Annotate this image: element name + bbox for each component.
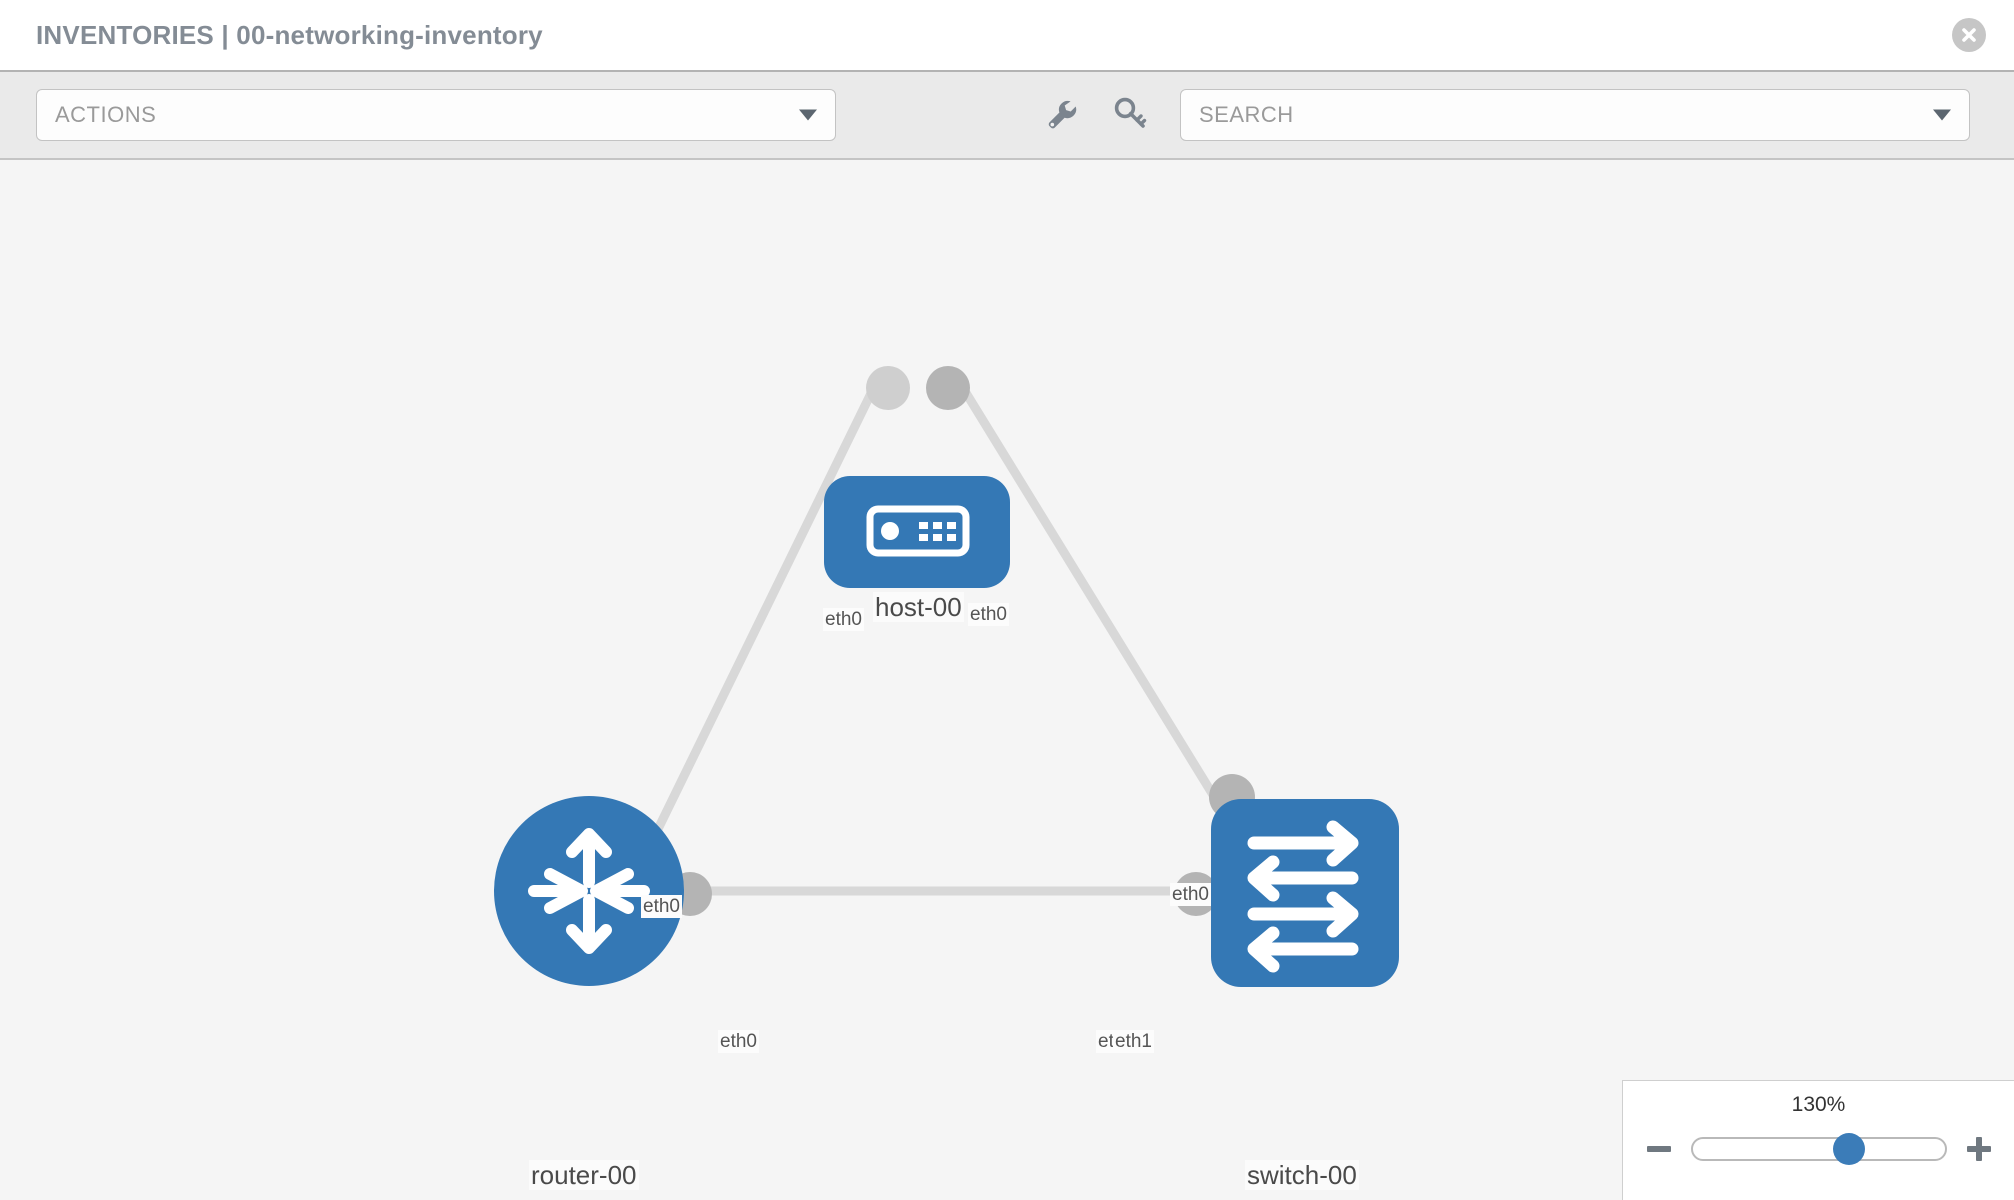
zoom-slider[interactable] xyxy=(1690,1133,1947,1165)
toolbar: ACTIONS SEARCH xyxy=(0,70,2014,160)
close-icon[interactable] xyxy=(1952,18,1986,52)
page-header: INVENTORIES | 00-networking-inventory xyxy=(0,0,2014,70)
link-host-switch xyxy=(951,372,1257,863)
host-node-shape xyxy=(824,476,1010,588)
zoom-in-button[interactable] xyxy=(1965,1135,1993,1163)
topology-graph xyxy=(494,366,1399,987)
actions-dropdown-label: ACTIONS xyxy=(55,102,157,127)
node-label-switch-00: switch-00 xyxy=(1245,1160,1359,1190)
router-node-shape xyxy=(494,796,684,986)
interface-label: eth0 xyxy=(823,608,864,631)
port-host-right xyxy=(926,366,970,410)
zoom-out-button[interactable] xyxy=(1645,1135,1673,1163)
wrench-icon[interactable] xyxy=(1040,93,1080,138)
zoom-control-panel: 130% xyxy=(1622,1080,2014,1200)
topology-ports xyxy=(668,366,1255,916)
actions-dropdown[interactable]: ACTIONS xyxy=(36,89,836,141)
router-arrows-icon xyxy=(528,828,650,954)
chevron-down-icon xyxy=(1933,109,1951,121)
switch-node-shape xyxy=(1211,799,1399,987)
interface-label: eth0 xyxy=(718,1030,759,1053)
zoom-percent-label: 130% xyxy=(1791,1093,1846,1116)
chevron-down-icon xyxy=(799,109,817,121)
node-label-host-00: host-00 xyxy=(873,592,964,622)
interface-label: eth0 xyxy=(968,603,1009,626)
port-host-left xyxy=(866,366,910,410)
zoom-slider-thumb[interactable] xyxy=(1832,1133,1865,1165)
node-router-00 xyxy=(494,796,684,986)
interface-label: eth1 xyxy=(1113,1030,1154,1053)
toolbar-icon-group xyxy=(1040,93,1150,138)
link-host-router xyxy=(632,373,885,874)
node-switch-00 xyxy=(1211,799,1399,987)
search-placeholder: SEARCH xyxy=(1199,102,1294,127)
interface-label: eth0 xyxy=(1170,883,1211,906)
interface-label: eth0 xyxy=(641,895,682,918)
page-title: INVENTORIES | 00-networking-inventory xyxy=(36,19,543,50)
switch-arrows-icon xyxy=(1247,820,1359,973)
topology-canvas[interactable]: host-00 router-00 switch-00 eth0 eth0 et… xyxy=(0,160,2014,1200)
topology-links xyxy=(632,372,1262,896)
node-label-router-00: router-00 xyxy=(529,1160,639,1190)
server-device-icon xyxy=(866,505,970,557)
search-input[interactable]: SEARCH xyxy=(1180,89,1970,141)
key-icon[interactable] xyxy=(1110,93,1150,138)
node-host-00 xyxy=(824,476,1010,588)
